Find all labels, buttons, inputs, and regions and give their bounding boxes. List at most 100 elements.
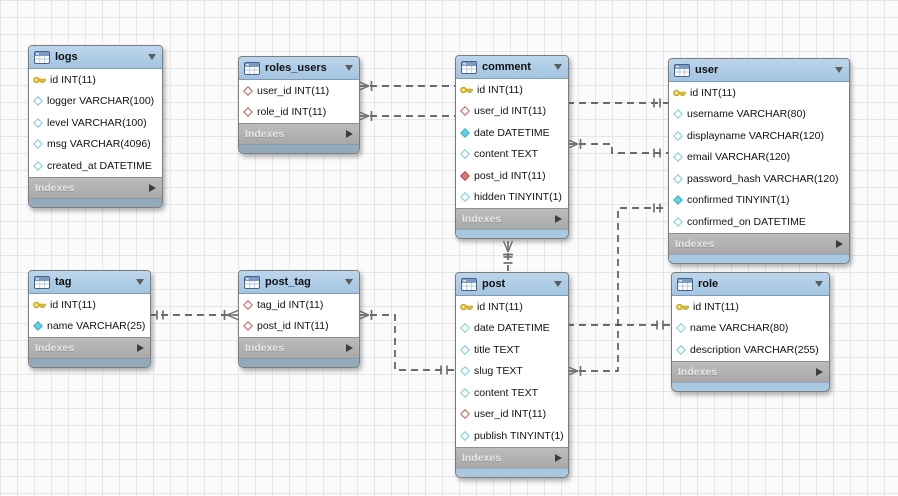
table-title: tag xyxy=(55,276,72,288)
table-user[interactable]: user id INT(11) username VARCHAR(80) dis… xyxy=(668,58,850,264)
column-row[interactable]: slug TEXT xyxy=(456,360,568,382)
column-diamond-icon xyxy=(673,173,683,184)
table-footer-strip xyxy=(239,144,359,153)
column-row[interactable]: tag_id INT(11) xyxy=(239,294,359,316)
table-icon xyxy=(677,277,693,291)
table-footer-strip xyxy=(29,197,162,207)
column-row[interactable]: date DATETIME xyxy=(456,317,568,339)
expand-arrow-icon[interactable] xyxy=(836,239,843,248)
column-row[interactable]: title TEXT xyxy=(456,339,568,361)
relationship-line-post_tag-post_id-to-post[interactable] xyxy=(358,314,455,371)
collapse-icon[interactable] xyxy=(815,281,823,287)
column-row[interactable]: name VARCHAR(25) xyxy=(29,315,150,337)
table-icon xyxy=(34,50,50,64)
column-row[interactable]: email VARCHAR(120) xyxy=(669,146,849,168)
expand-arrow-icon[interactable] xyxy=(816,367,823,376)
expand-arrow-icon[interactable] xyxy=(346,344,353,352)
primary-key-icon xyxy=(673,88,686,98)
column-row[interactable]: id INT(11) xyxy=(456,296,568,318)
column-row[interactable]: confirmed TINYINT(1) xyxy=(669,189,849,211)
column-row[interactable]: user_id INT(11) xyxy=(456,100,568,122)
relationship-line-post-user_id-to-user[interactable] xyxy=(567,207,668,372)
indexes-bar[interactable]: Indexes xyxy=(239,123,359,144)
column-row[interactable]: msg VARCHAR(4096) xyxy=(29,133,162,155)
table-post_tag[interactable]: post_tag tag_id INT(11) post_id INT(11)I… xyxy=(238,270,360,368)
column-row[interactable]: password_hash VARCHAR(120) xyxy=(669,168,849,190)
table-header[interactable]: comment xyxy=(456,56,568,79)
indexes-bar[interactable]: Indexes xyxy=(672,360,829,382)
collapse-icon[interactable] xyxy=(345,65,353,71)
column-row[interactable]: displayname VARCHAR(120) xyxy=(669,125,849,147)
table-post[interactable]: post id INT(11) date DATETIME title TEXT… xyxy=(455,272,569,478)
column-row[interactable]: date DATETIME xyxy=(456,122,568,144)
table-header[interactable]: post xyxy=(456,273,568,296)
column-row[interactable]: id INT(11) xyxy=(29,69,162,91)
column-label: password_hash VARCHAR(120) xyxy=(687,172,839,185)
column-label: hidden TINYINT(1) xyxy=(474,191,562,204)
collapse-icon[interactable] xyxy=(835,67,843,73)
table-icon xyxy=(461,60,477,74)
column-row[interactable]: username VARCHAR(80) xyxy=(669,103,849,125)
column-diamond-filled-icon xyxy=(673,195,683,206)
table-footer-strip xyxy=(239,358,359,367)
table-title: roles_users xyxy=(265,62,327,74)
column-label: id INT(11) xyxy=(50,73,96,86)
expand-arrow-icon[interactable] xyxy=(555,453,562,462)
column-label: created_at DATETIME xyxy=(47,159,152,172)
column-row[interactable]: hidden TINYINT(1) xyxy=(456,186,568,208)
column-row[interactable]: publish TINYINT(1) xyxy=(456,425,568,447)
indexes-bar[interactable]: Indexes xyxy=(239,337,359,358)
table-roles_users[interactable]: roles_users user_id INT(11) role_id INT(… xyxy=(238,56,360,154)
column-row[interactable]: post_id INT(11) xyxy=(239,315,359,337)
column-row[interactable]: level VARCHAR(100) xyxy=(29,112,162,134)
column-row[interactable]: content TEXT xyxy=(456,382,568,404)
expand-arrow-icon[interactable] xyxy=(346,130,353,138)
column-row[interactable]: id INT(11) xyxy=(29,294,150,316)
table-logs[interactable]: logs id INT(11) logger VARCHAR(100) leve… xyxy=(28,45,163,208)
column-row[interactable]: created_at DATETIME xyxy=(29,155,162,177)
table-role[interactable]: role id INT(11) name VARCHAR(80) descrip… xyxy=(671,272,830,392)
indexes-bar[interactable]: Indexes xyxy=(29,176,162,198)
column-label: user_id INT(11) xyxy=(474,408,547,421)
column-row[interactable]: logger VARCHAR(100) xyxy=(29,90,162,112)
indexes-bar[interactable]: Indexes xyxy=(29,337,150,358)
collapse-icon[interactable] xyxy=(148,54,156,60)
column-row[interactable]: content TEXT xyxy=(456,143,568,165)
column-row[interactable]: user_id INT(11) xyxy=(239,80,359,102)
indexes-label: Indexes xyxy=(35,181,75,194)
collapse-icon[interactable] xyxy=(136,279,144,285)
fk-diamond-filled-icon xyxy=(460,170,470,181)
expand-arrow-icon[interactable] xyxy=(149,183,156,192)
column-row[interactable]: name VARCHAR(80) xyxy=(672,317,829,339)
indexes-bar[interactable]: Indexes xyxy=(669,232,849,254)
table-header[interactable]: user xyxy=(669,59,849,82)
column-row[interactable]: user_id INT(11) xyxy=(456,403,568,425)
column-row[interactable]: role_id INT(11) xyxy=(239,101,359,123)
table-header[interactable]: tag xyxy=(29,271,150,294)
column-row[interactable]: id INT(11) xyxy=(669,82,849,104)
table-comment[interactable]: comment id INT(11) user_id INT(11) date … xyxy=(455,55,569,239)
collapse-icon[interactable] xyxy=(345,279,353,285)
primary-key-icon xyxy=(460,302,473,312)
table-tag[interactable]: tag id INT(11) name VARCHAR(25)Indexes xyxy=(28,270,151,368)
collapse-icon[interactable] xyxy=(554,281,562,287)
expand-arrow-icon[interactable] xyxy=(555,215,562,223)
collapse-icon[interactable] xyxy=(554,64,562,70)
indexes-label: Indexes xyxy=(462,213,502,225)
table-header[interactable]: role xyxy=(672,273,829,296)
column-row[interactable]: description VARCHAR(255) xyxy=(672,339,829,361)
expand-arrow-icon[interactable] xyxy=(137,344,144,352)
table-header[interactable]: roles_users xyxy=(239,57,359,80)
column-row[interactable]: id INT(11) xyxy=(672,296,829,318)
relationship-line-comment-user_id-to-user[interactable] xyxy=(567,143,668,154)
column-label: description VARCHAR(255) xyxy=(690,343,819,356)
column-row[interactable]: id INT(11) xyxy=(456,79,568,101)
indexes-bar[interactable]: Indexes xyxy=(456,208,568,229)
indexes-bar[interactable]: Indexes xyxy=(456,446,568,468)
table-header[interactable]: logs xyxy=(29,46,162,69)
table-header[interactable]: post_tag xyxy=(239,271,359,294)
column-row[interactable]: post_id INT(11) xyxy=(456,165,568,187)
table-footer-strip xyxy=(672,381,829,391)
column-row[interactable]: confirmed_on DATETIME xyxy=(669,211,849,233)
